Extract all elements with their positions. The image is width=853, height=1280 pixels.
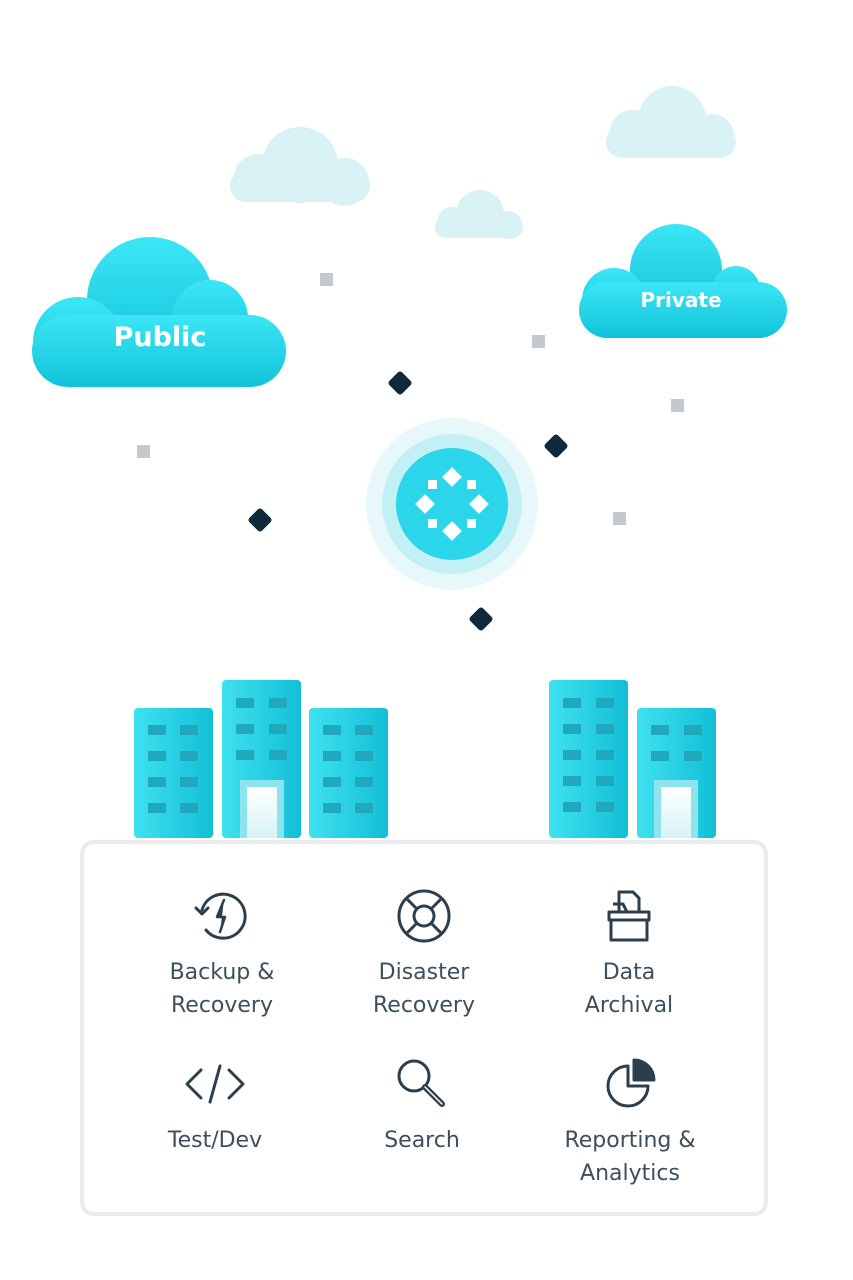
service-label: Backup & Recovery: [169, 960, 275, 1018]
service-search: Search: [322, 1052, 522, 1157]
magnifier-icon: [397, 1059, 445, 1107]
scatter-diamonds: [248, 371, 568, 631]
grey-square: [137, 445, 150, 458]
service-label: Search: [384, 1128, 460, 1153]
background-cloud-middle: [435, 190, 523, 239]
archive-box-icon: [607, 890, 651, 942]
backup-recovery-icon: [194, 892, 247, 940]
building: [549, 680, 628, 838]
pie-chart-icon: [606, 1058, 656, 1108]
private-cloud: [579, 224, 787, 338]
service-label: Data Archival: [584, 960, 674, 1018]
private-cloud-label: Private: [640, 288, 722, 312]
grey-square: [671, 399, 684, 412]
grey-square: [613, 512, 626, 525]
grey-square: [320, 273, 333, 286]
grey-square: [532, 335, 545, 348]
service-label: Test/Dev: [167, 1128, 263, 1153]
building-group-left: [134, 680, 388, 838]
service-backup-recovery: Backup & Recovery: [122, 884, 322, 1022]
public-cloud: [32, 237, 286, 387]
service-label: Disaster Recovery: [372, 960, 475, 1018]
public-cloud-label: Public: [113, 322, 207, 353]
service-disaster-recovery: Disaster Recovery: [324, 884, 524, 1022]
lifebuoy-icon: [397, 889, 451, 943]
building-group-right: [549, 680, 716, 838]
service-data-archival: Data Archival: [529, 884, 729, 1022]
services-panel: Backup & Recovery Disaster Recovery Data…: [80, 840, 768, 1216]
service-test-dev: Test/Dev: [115, 1052, 315, 1157]
hub-emblem-icon: [415, 467, 489, 541]
background-cloud-right: [606, 86, 736, 158]
code-brackets-icon: [185, 1064, 245, 1104]
scatter-squares: [137, 273, 684, 525]
service-label: Reporting & Analytics: [564, 1128, 696, 1186]
dark-diamond: [469, 607, 493, 631]
hub-logo: [366, 418, 538, 590]
dark-diamond: [544, 434, 568, 458]
service-reporting-analytics: Reporting & Analytics: [530, 1052, 730, 1190]
dark-diamond: [248, 508, 272, 532]
building: [309, 708, 388, 838]
background-cloud-left: [230, 127, 370, 206]
building: [134, 708, 213, 838]
dark-diamond: [388, 371, 412, 395]
